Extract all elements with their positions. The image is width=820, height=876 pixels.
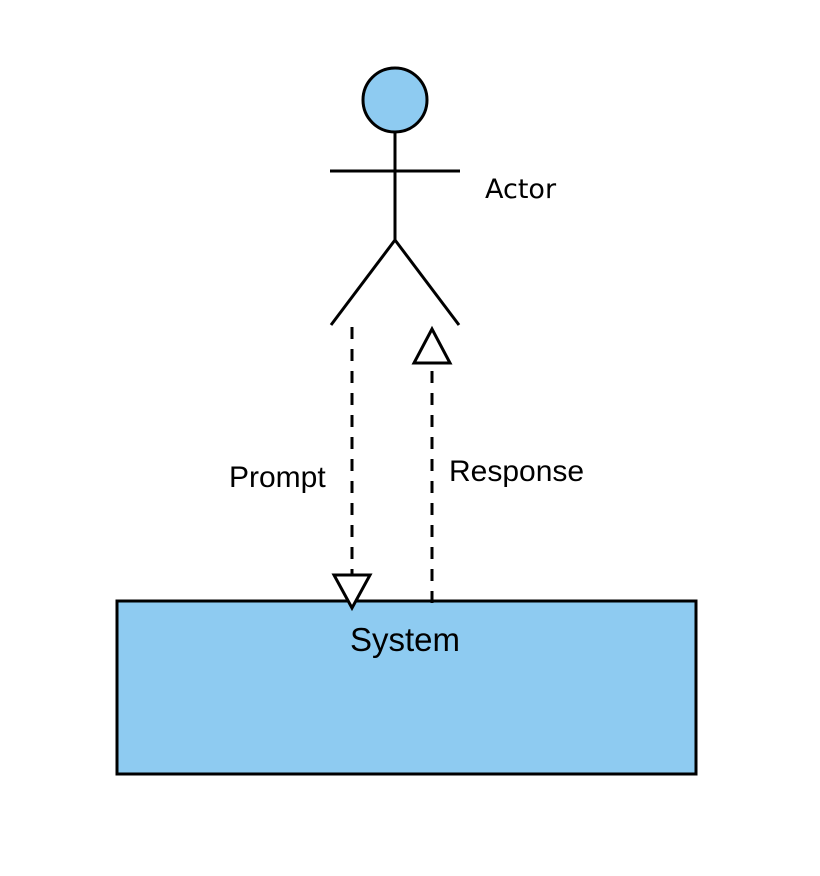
actor-label: Actor [485, 174, 557, 205]
system-label: System [350, 621, 460, 658]
actor-left-leg [329, 239, 397, 326]
prompt-arrow[interactable] [331, 327, 373, 612]
response-arrowhead [411, 325, 453, 365]
prompt-arrowhead [331, 573, 373, 612]
prompt-label: Prompt [229, 461, 326, 494]
actor-figure[interactable] [329, 66, 461, 326]
system-box[interactable] [115, 599, 698, 776]
response-label: Response [449, 455, 584, 488]
actor-right-leg [393, 239, 461, 326]
actor-head [361, 66, 429, 134]
response-arrow[interactable] [411, 325, 453, 603]
